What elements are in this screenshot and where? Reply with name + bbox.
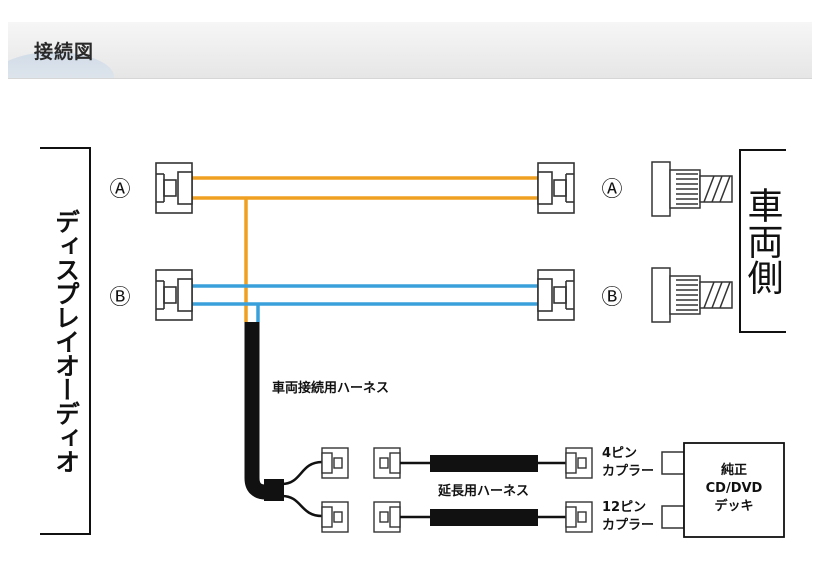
deck-plug-lower [661,505,685,529]
deck-label-line1: 純正 [721,462,747,478]
branch-connector-lower [321,501,349,533]
extension-harness-lower [430,509,538,526]
section-header: 接続図 [8,22,812,79]
connector-a-vehicle [537,162,575,214]
coupler-12pin-line2: カプラー [602,518,654,533]
harness-junction [264,479,284,501]
display-audio-label: ディスプレイオーディオ [52,209,81,473]
vehicle-side-label: 車両側 [742,187,784,295]
coupler-4pin-line2: カプラー [602,464,654,479]
vehicle-plug-b [651,267,733,323]
label-a-right: Ⓐ [602,177,623,201]
display-bracket [40,147,91,535]
extension-connector-upper-left [373,447,401,479]
extension-connector-lower-right [565,501,593,533]
connector-a-display [155,162,193,214]
branch-connector-upper [321,447,349,479]
coupler-4pin-line1: 4ピン [602,446,637,461]
vehicle-plug-a [651,161,733,217]
extension-harness-upper [430,455,538,472]
deck-label-line3: デッキ [714,498,753,514]
page-title: 接続図 [34,41,95,63]
extension-harness-label: 延長用ハーネス [437,483,529,499]
label-a-left: Ⓐ [110,177,131,201]
stock-deck-box [683,442,785,538]
connector-b-vehicle [537,269,575,321]
connector-b-display [155,269,193,321]
label-b-left: Ⓑ [110,285,131,309]
extension-connector-upper-right [565,447,593,479]
label-b-right: Ⓑ [602,285,623,309]
extension-connector-lower-left [373,501,401,533]
deck-plug-upper [661,451,685,475]
coupler-12pin-line1: 12ピン [602,500,646,515]
vehicle-harness-label: 車両接続用ハーネス [272,380,389,396]
branch-wire-lower [281,494,323,518]
branch-wire-upper [281,460,323,486]
deck-label-line2: CD/DVD [706,481,763,496]
vehicle-bracket [739,149,786,333]
vehicle-harness-cable [244,322,278,500]
